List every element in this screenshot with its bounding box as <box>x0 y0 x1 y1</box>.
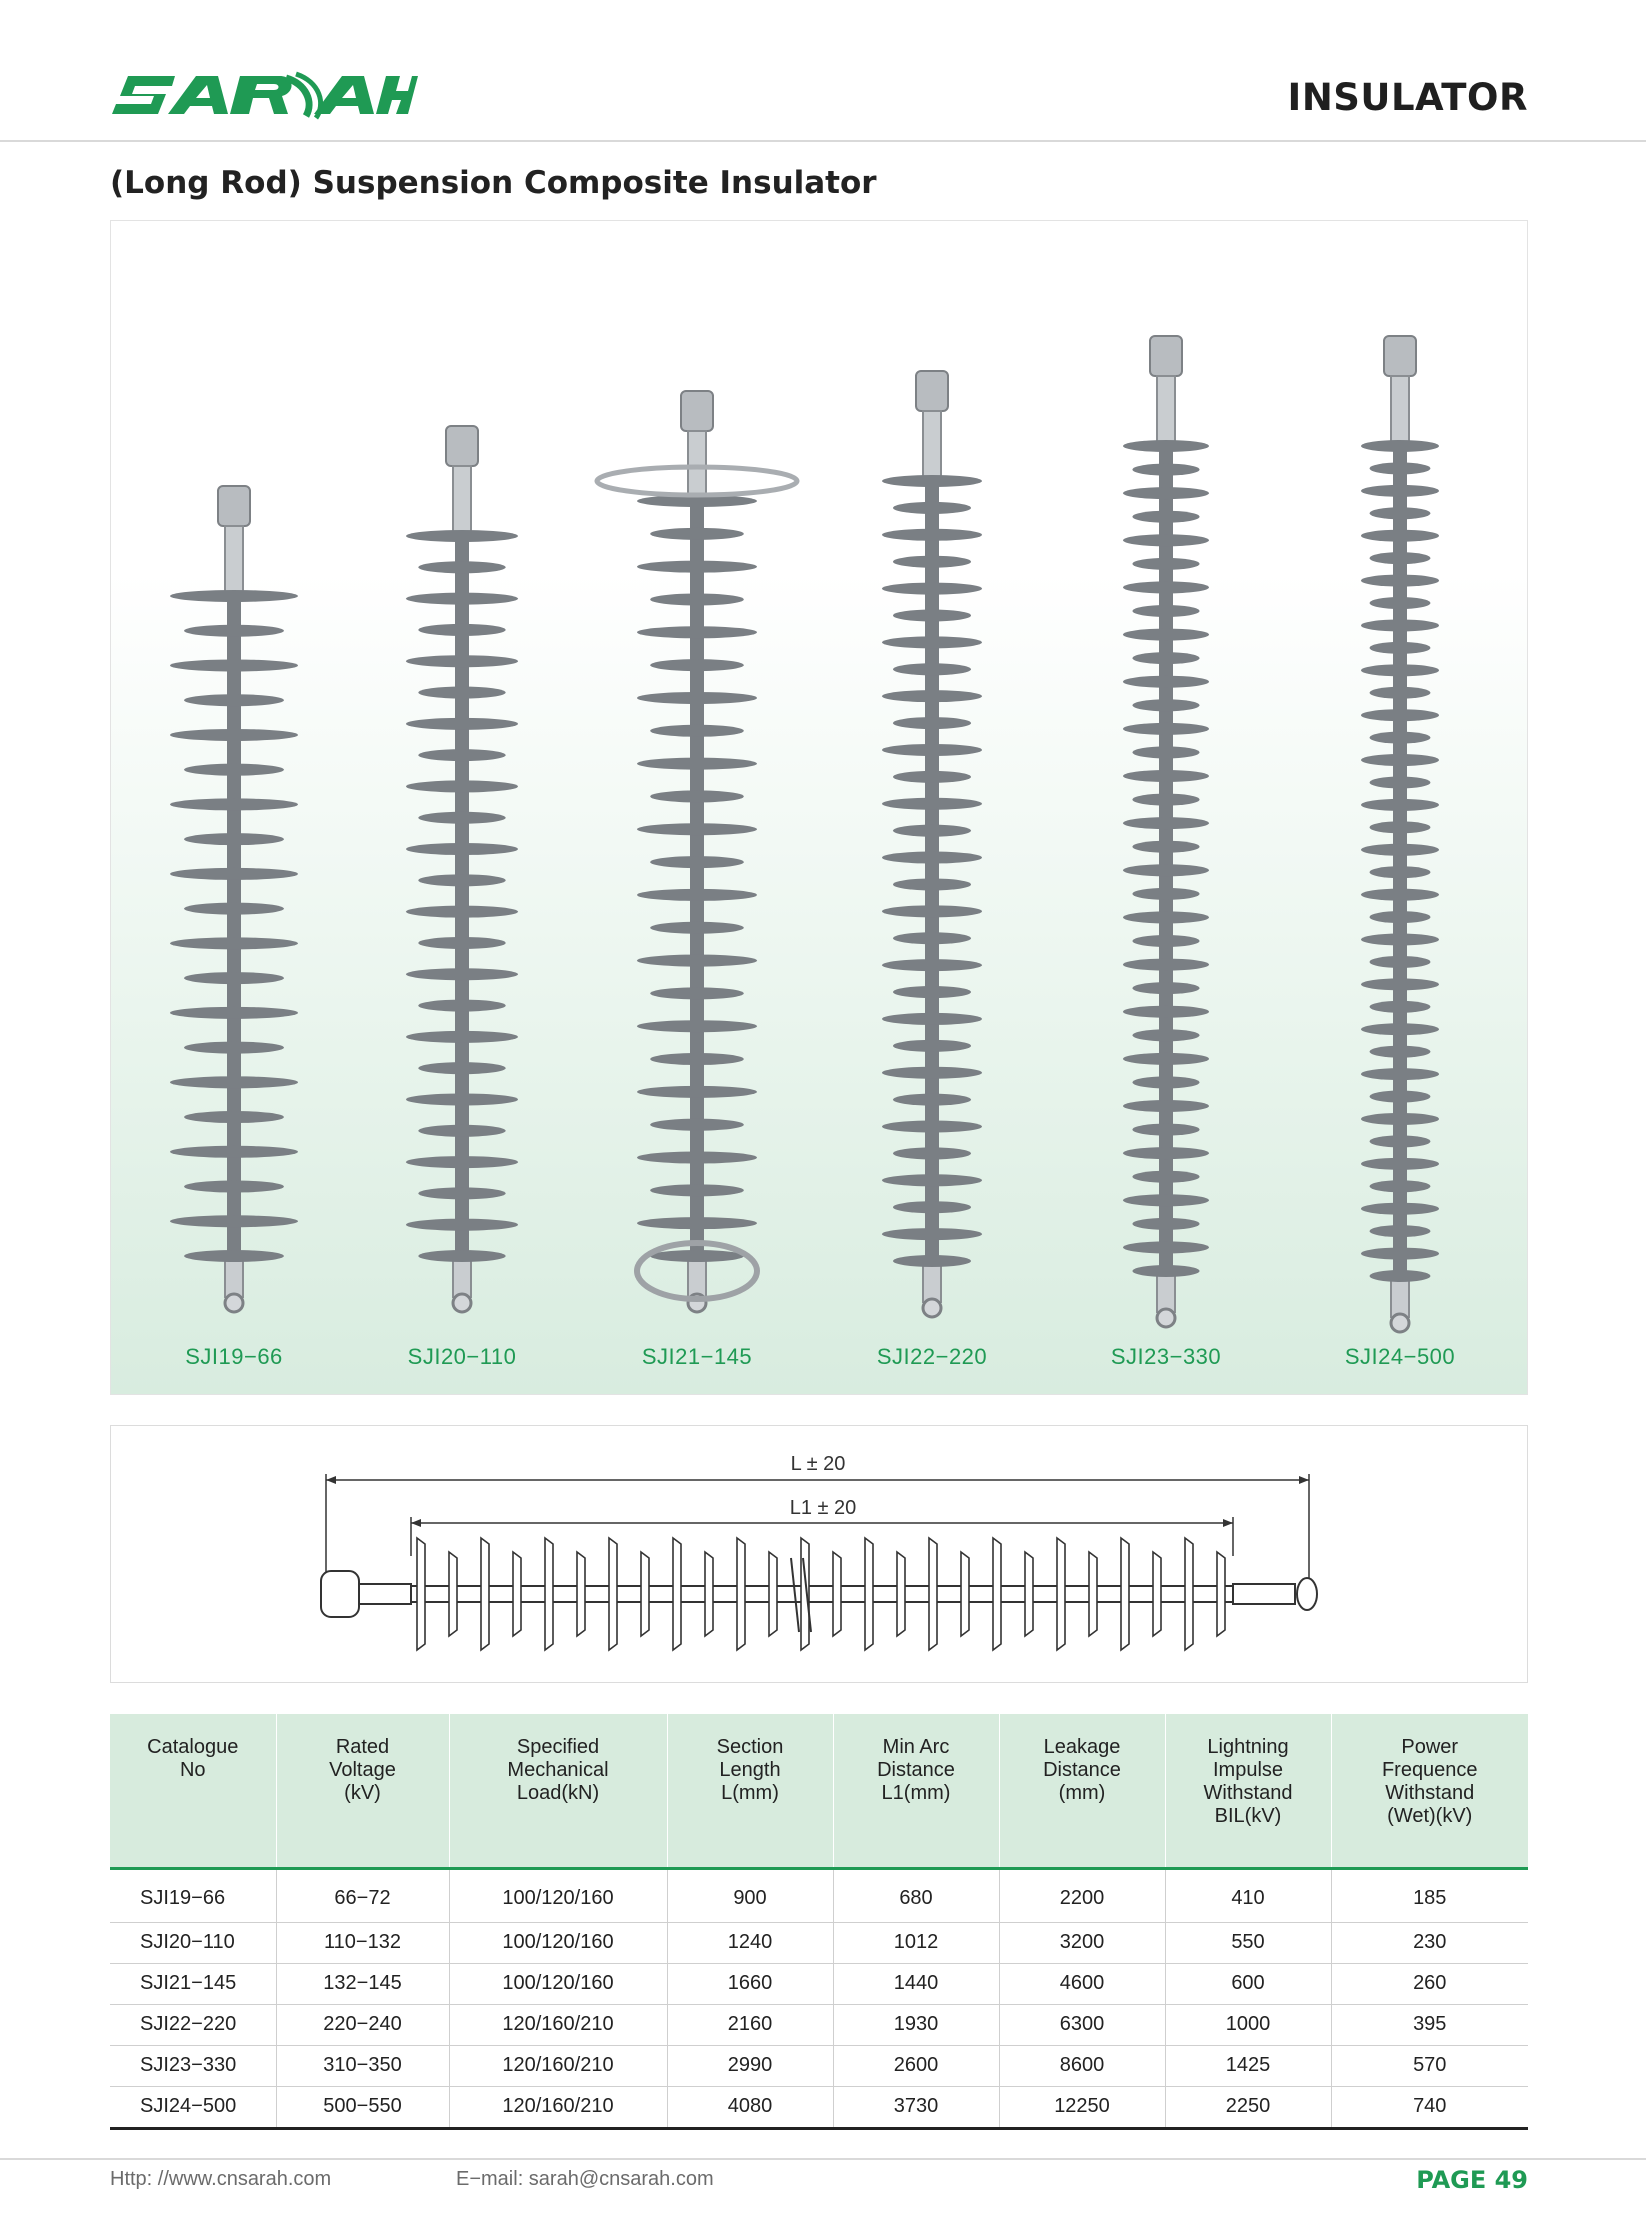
insulator-illustration <box>170 485 298 1314</box>
table-row: SJI19−66 66−72 100/120/160 900 680 2200 … <box>110 1868 1528 1923</box>
table-cell: 100/120/160 <box>449 1963 668 2005</box>
table-cell: 1660 <box>667 1963 834 2005</box>
table-cell: 500−550 <box>276 2086 450 2130</box>
table-cell: 600 <box>1165 1963 1332 2005</box>
table-cell: SJI23−330 <box>110 2045 277 2087</box>
insulator-illustration <box>406 425 518 1314</box>
model-label: SJI22−220 <box>876 1344 988 1369</box>
table-cell: 395 <box>1331 2004 1528 2046</box>
table-cell: 2600 <box>833 2045 1000 2087</box>
table-cell: SJI24−500 <box>110 2086 277 2130</box>
footer-divider <box>0 2158 1646 2160</box>
insulator-illustration <box>1361 335 1439 1334</box>
table-cell: 1930 <box>833 2004 1000 2046</box>
table-cell: 230 <box>1331 1922 1528 1964</box>
table-cell: 2200 <box>999 1868 1166 1923</box>
table-cell: 1425 <box>1165 2045 1332 2087</box>
table-row: SJI23−330 310−350 120/160/210 2990 2600 … <box>110 2045 1528 2087</box>
product-photo-panel: SJI19−66 SJI20−110 SJI21−145 SJI22−220 S… <box>110 220 1528 1395</box>
model-label: SJI20−110 <box>407 1344 517 1369</box>
table-cell: 1440 <box>833 1963 1000 2005</box>
model-label: SJI24−500 <box>1344 1344 1456 1369</box>
website-link[interactable]: Http: //www.cnsarah.com <box>110 2168 332 2190</box>
table-cell: SJI19−66 <box>110 1868 277 1923</box>
insulator-dimension-drawing <box>320 1474 1318 1652</box>
insulator-illustration <box>594 390 800 1314</box>
table-row: SJI24−500 500−550 120/160/210 4080 3730 … <box>110 2086 1528 2130</box>
table-cell: 12250 <box>999 2086 1166 2130</box>
insulator-illustrations <box>170 335 1439 1334</box>
sarah-logo <box>110 64 420 126</box>
table-cell: 110−132 <box>276 1922 450 1964</box>
table-cell: 4080 <box>667 2086 834 2130</box>
sarah-logo-mark <box>112 71 418 120</box>
page-title: (Long Rod) Suspension Composite Insulato… <box>110 165 877 201</box>
table-cell: 3730 <box>833 2086 1000 2130</box>
table-cell: 740 <box>1331 2086 1528 2130</box>
table-cell: 2160 <box>667 2004 834 2046</box>
table-cell: 132−145 <box>276 1963 450 2005</box>
table-row: SJI21−145 132−145 100/120/160 1660 1440 … <box>110 1963 1528 2005</box>
dimension-label-L: L ± 20 <box>790 1453 846 1475</box>
table-cell: 2250 <box>1165 2086 1332 2130</box>
table-cell: SJI22−220 <box>110 2004 277 2046</box>
table-cell: 2990 <box>667 2045 834 2087</box>
table-row: SJI22−220 220−240 120/160/210 2160 1930 … <box>110 2004 1528 2046</box>
table-cell: SJI20−110 <box>110 1922 277 1964</box>
page-number: PAGE 49 <box>1416 2166 1528 2194</box>
table-cell: 410 <box>1165 1868 1332 1923</box>
table-cell: 550 <box>1165 1922 1332 1964</box>
dimension-label-L1: L1 ± 20 <box>789 1497 857 1519</box>
dimension-drawing-panel: L ± 20 L1 ± 20 <box>110 1425 1528 1683</box>
table-cell: 260 <box>1331 1963 1528 2005</box>
table-cell: 1012 <box>833 1922 1000 1964</box>
table-cell: 120/160/210 <box>449 2086 668 2130</box>
model-label: SJI23−330 <box>1110 1344 1222 1369</box>
table-cell: 1240 <box>667 1922 834 1964</box>
table-cell: 1000 <box>1165 2004 1332 2046</box>
table-cell: 220−240 <box>276 2004 450 2046</box>
table-cell: 680 <box>833 1868 1000 1923</box>
table-cell: 310−350 <box>276 2045 450 2087</box>
table-cell: 8600 <box>999 2045 1166 2087</box>
model-label: SJI19−66 <box>185 1344 283 1369</box>
table-row: SJI20−110 110−132 100/120/160 1240 1012 … <box>110 1922 1528 1964</box>
table-cell: 100/120/160 <box>449 1868 668 1923</box>
header-divider <box>0 140 1646 142</box>
table-cell: 4600 <box>999 1963 1166 2005</box>
table-cell: 570 <box>1331 2045 1528 2087</box>
model-label: SJI21−145 <box>641 1344 753 1369</box>
table-cell: 120/160/210 <box>449 2004 668 2046</box>
section-label: INSULATOR <box>1287 76 1528 119</box>
email-link[interactable]: E−mail: sarah@cnsarah.com <box>456 2168 714 2190</box>
table-cell: 120/160/210 <box>449 2045 668 2087</box>
table-cell: 900 <box>667 1868 834 1923</box>
table-cell: 66−72 <box>276 1868 450 1923</box>
insulator-illustration <box>882 370 982 1319</box>
table-cell: 100/120/160 <box>449 1922 668 1964</box>
table-cell: 3200 <box>999 1922 1166 1964</box>
table-cell: 6300 <box>999 2004 1166 2046</box>
table-cell: 185 <box>1331 1868 1528 1923</box>
table-cell: SJI21−145 <box>110 1963 277 2005</box>
insulator-illustration <box>1123 335 1209 1329</box>
